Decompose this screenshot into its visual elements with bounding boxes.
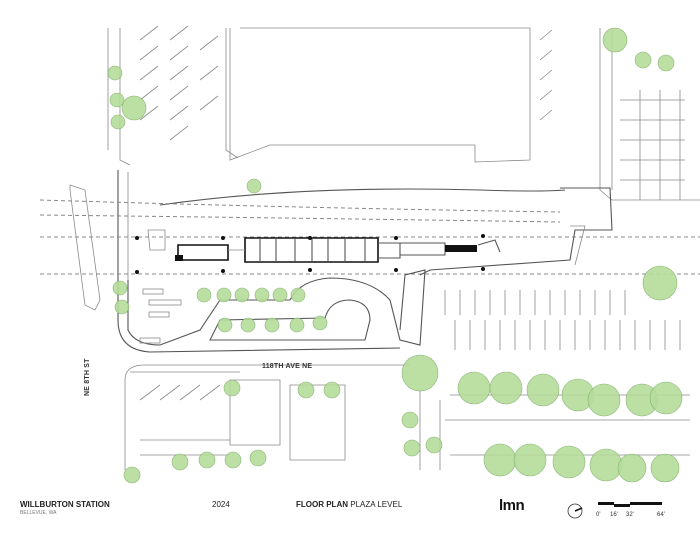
scale-tick: 64'	[657, 512, 665, 518]
firm-logo: lmn	[499, 497, 525, 514]
avenue-label: 118TH AVE NE	[262, 363, 313, 370]
sheet-title-light: PLAZA LEVEL	[350, 500, 403, 509]
north-arrow-icon	[567, 503, 583, 519]
sheet-title-bold: FLOOR PLAN	[296, 500, 348, 509]
street-edges	[69, 28, 700, 470]
scale-tick: 0'	[596, 512, 601, 518]
plaza	[127, 269, 426, 346]
columns	[135, 234, 485, 274]
rail-corridor	[39, 187, 700, 276]
project-name: WILLBURTON STATION	[20, 500, 110, 509]
project-info: WILLBURTON STATION BELLEVUE, WA	[20, 500, 110, 516]
project-year: 2024	[212, 500, 230, 509]
street-label: NE 8TH ST	[84, 358, 91, 396]
trees	[107, 27, 683, 484]
sheet-title: FLOOR PLAN PLAZA LEVEL	[296, 500, 402, 509]
scale-bar-icon	[598, 502, 662, 507]
station-building	[147, 229, 501, 263]
scale-tick: 16'	[610, 512, 618, 518]
scale-tick: 32'	[626, 512, 634, 518]
north-building	[225, 27, 531, 163]
project-location: BELLEVUE, WA	[20, 510, 57, 516]
